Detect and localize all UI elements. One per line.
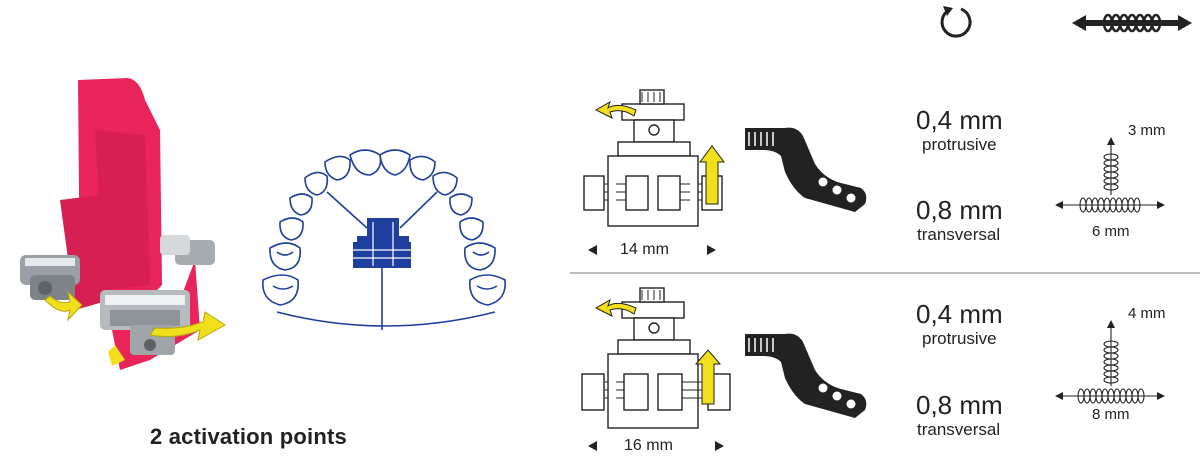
- width-label: 14 mm: [620, 241, 669, 258]
- width-arrow-left: [588, 441, 597, 451]
- dental-arch-diagram: [262, 149, 506, 330]
- transversal-value: 0,8 mm: [916, 390, 1003, 420]
- spring-vertical-label: 3 mm: [1128, 122, 1166, 139]
- activation-key-icon: [745, 333, 867, 418]
- width-arrow-right: [707, 245, 716, 255]
- protrusive-label: protrusive: [922, 329, 997, 348]
- transversal-label: transversal: [917, 420, 1001, 439]
- caption: 2 activation points: [150, 424, 347, 449]
- spring-vertical-label: 4 mm: [1128, 305, 1166, 322]
- spring-expansion-icon: [1072, 13, 1192, 33]
- appliance-photo: [20, 78, 226, 370]
- width-arrow-right: [715, 441, 724, 451]
- spring-diagram: [1055, 320, 1165, 404]
- rotation-icon: [940, 6, 972, 38]
- protrusive-value: 0,4 mm: [916, 105, 1003, 135]
- spring-horizontal-label: 8 mm: [1092, 406, 1130, 423]
- row-divider: [570, 272, 1200, 274]
- transversal-value: 0,8 mm: [916, 195, 1003, 225]
- width-arrow-left: [588, 245, 597, 255]
- screw-diagram: [581, 287, 731, 429]
- width-label: 16 mm: [624, 437, 673, 454]
- protrusive-value: 0,4 mm: [916, 299, 1003, 329]
- spring-horizontal-label: 6 mm: [1092, 223, 1130, 240]
- protrusive-label: protrusive: [922, 135, 997, 154]
- transversal-label: transversal: [917, 225, 1001, 244]
- screw-diagram: [583, 89, 725, 227]
- spring-diagram: [1055, 137, 1165, 213]
- activation-key-icon: [745, 127, 867, 212]
